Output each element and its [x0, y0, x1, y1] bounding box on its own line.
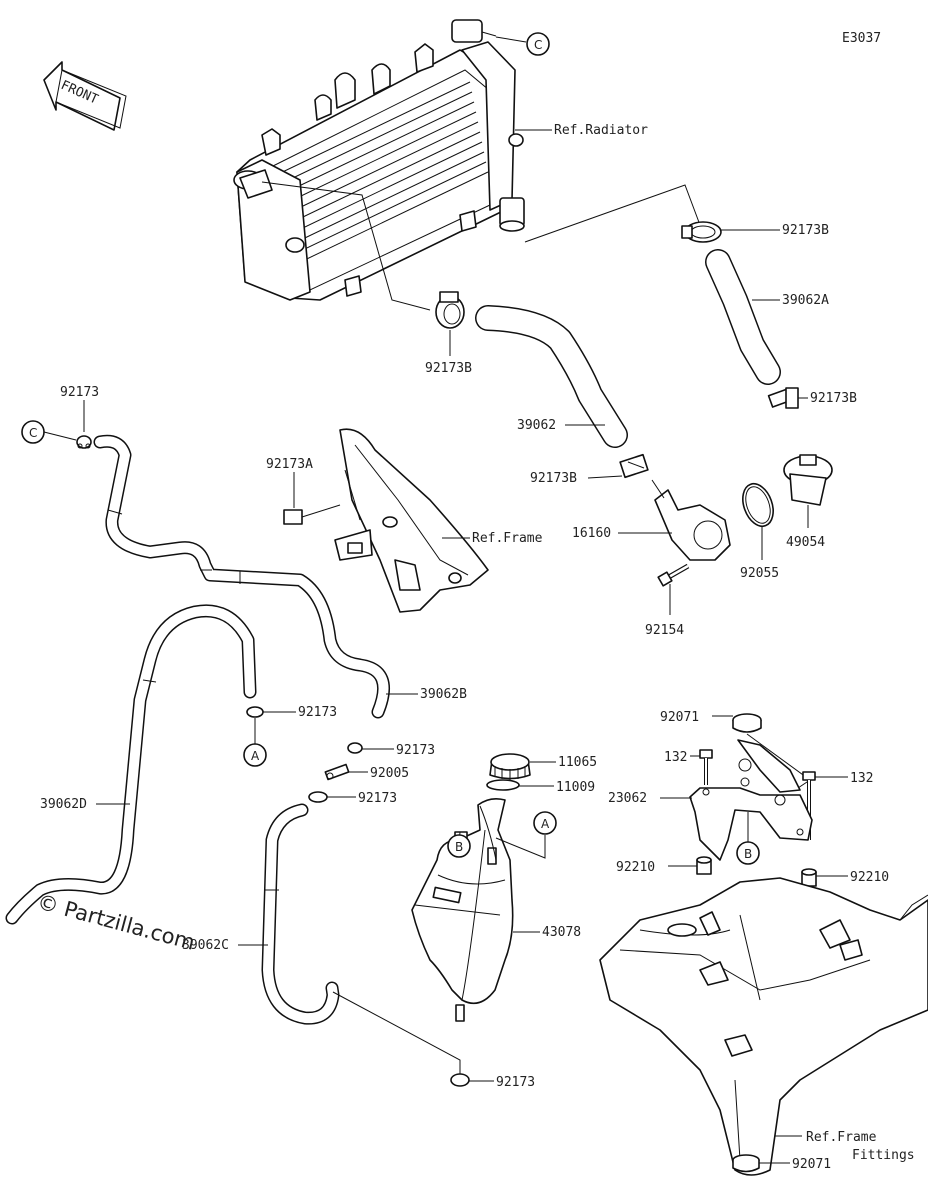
- label-92173-top: 92173: [60, 385, 99, 400]
- callout-a-upper-label: A: [251, 749, 260, 763]
- hose-39062d: [5, 604, 257, 925]
- clamp-92173b-4: [619, 453, 649, 479]
- label-92173b-4: 92173B: [530, 471, 577, 486]
- label-132-right: 132: [850, 771, 873, 786]
- thermostat-housing-16160: [651, 479, 731, 561]
- callout-b-bracket: [736, 841, 760, 865]
- ref-radiator-label: Ref.Radiator: [554, 123, 648, 138]
- clip-92173-a: [246, 706, 264, 718]
- radiator: [233, 19, 525, 301]
- clamp-92173b-1: [681, 221, 722, 243]
- label-39062a: 39062A: [782, 293, 829, 308]
- clip-92173-b: [347, 742, 363, 754]
- callout-a-tank-label: A: [541, 817, 550, 831]
- callout-c-left-label: C: [29, 426, 37, 440]
- bolt-92154: [657, 563, 690, 587]
- clip-92173-top: [76, 435, 92, 449]
- clamp-92173a: [283, 504, 341, 525]
- callout-b-tank-marker: [447, 834, 471, 858]
- frame: [334, 428, 489, 613]
- label-92173a: 92173A: [266, 457, 313, 472]
- label-39062d: 39062D: [40, 797, 87, 812]
- label-92173-d: 92173: [496, 1075, 535, 1090]
- label-92071-bottom: 92071: [792, 1157, 831, 1172]
- callout-b-bracket-label: B: [744, 847, 752, 861]
- ref-frame-label: Ref.Frame: [472, 531, 543, 546]
- label-39062b: 39062B: [420, 687, 467, 702]
- hose-39062c: [261, 803, 340, 1025]
- label-39062c: 39062C: [182, 938, 229, 953]
- o-ring-92055: [742, 482, 774, 528]
- label-16160: 16160: [572, 526, 611, 541]
- collar-92210-right: [801, 868, 817, 887]
- ref-frame-fittings-label-1: Ref.Frame: [806, 1130, 877, 1145]
- callout-c-top: [526, 32, 550, 56]
- label-92210-right: 92210: [850, 870, 889, 885]
- front-arrow-icon: FRONT: [43, 61, 127, 131]
- reservoir-cap-11065: [489, 753, 531, 780]
- hose-39062a: [705, 249, 781, 385]
- callout-a-tank: [533, 811, 557, 835]
- callout-c-top-label: C: [534, 38, 542, 52]
- watermark: © Partzilla.com: [35, 890, 198, 955]
- collar-92210-left: [696, 856, 712, 875]
- label-92173b-1: 92173B: [782, 223, 829, 238]
- grommet-92071-top: [732, 713, 762, 733]
- ref-frame-fittings-label-2: Fittings: [852, 1148, 915, 1163]
- clamp-92173b-2: [767, 387, 799, 409]
- label-92173b-2: 92173B: [810, 391, 857, 406]
- label-23062: 23062: [608, 791, 647, 806]
- label-132-left: 132: [664, 750, 687, 765]
- reservoir-tank-43078: [411, 798, 514, 1022]
- thermostat-49054: [783, 454, 833, 506]
- label-92173b-3: 92173B: [425, 361, 472, 376]
- label-92173-a: 92173: [298, 705, 337, 720]
- label-92055: 92055: [740, 566, 779, 581]
- grommet-92071-bottom: [732, 1154, 760, 1173]
- callout-a-upper: [243, 743, 267, 767]
- label-11009: 11009: [556, 780, 595, 795]
- hose-39062: [475, 305, 628, 448]
- label-92210-left: 92210: [616, 860, 655, 875]
- diagram-code: E3037: [842, 31, 881, 46]
- label-92154: 92154: [645, 623, 684, 638]
- bolt-132-left: [699, 749, 713, 785]
- label-92173-b: 92173: [396, 743, 435, 758]
- gasket-11009: [486, 779, 520, 791]
- label-43078: 43078: [542, 925, 581, 940]
- bracket-23062: [689, 739, 813, 861]
- label-92071-top: 92071: [660, 710, 699, 725]
- label-39062: 39062: [517, 418, 556, 433]
- hose-39062b: [93, 434, 391, 719]
- label-92173-c: 92173: [358, 791, 397, 806]
- frame-fittings: [599, 877, 928, 1176]
- label-11065: 11065: [558, 755, 597, 770]
- clip-92173-c: [308, 791, 328, 803]
- clamp-92173b-3: [435, 291, 465, 329]
- label-49054: 49054: [786, 535, 825, 550]
- label-92005: 92005: [370, 766, 409, 781]
- joint-92005: [324, 763, 350, 781]
- callout-b-tank-label: B: [455, 840, 463, 854]
- clip-92173-d: [450, 1073, 470, 1087]
